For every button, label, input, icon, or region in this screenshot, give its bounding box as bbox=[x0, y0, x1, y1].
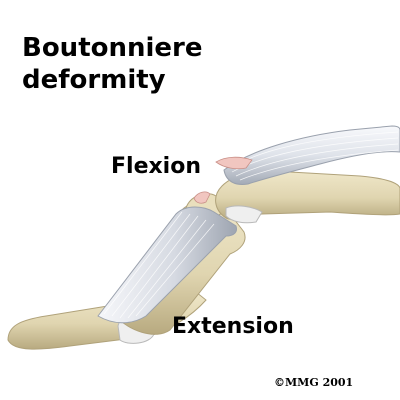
diagram-title: Boutonniere deformity bbox=[22, 32, 203, 96]
torn-tendon-end bbox=[215, 156, 253, 170]
upper-tendon-band bbox=[223, 125, 400, 185]
flexion-label: Flexion bbox=[111, 154, 201, 179]
pip-torn-tip bbox=[193, 191, 211, 204]
title-line-1: Boutonniere bbox=[22, 33, 203, 63]
middle-tendon-fibers bbox=[103, 211, 215, 319]
dip-joint-bone bbox=[225, 205, 263, 224]
copyright-notice: ©MMG 2001 bbox=[274, 376, 354, 389]
middle-tendon-band bbox=[97, 206, 237, 324]
extension-label: Extension bbox=[172, 314, 294, 339]
title-line-2: deformity bbox=[22, 65, 166, 95]
